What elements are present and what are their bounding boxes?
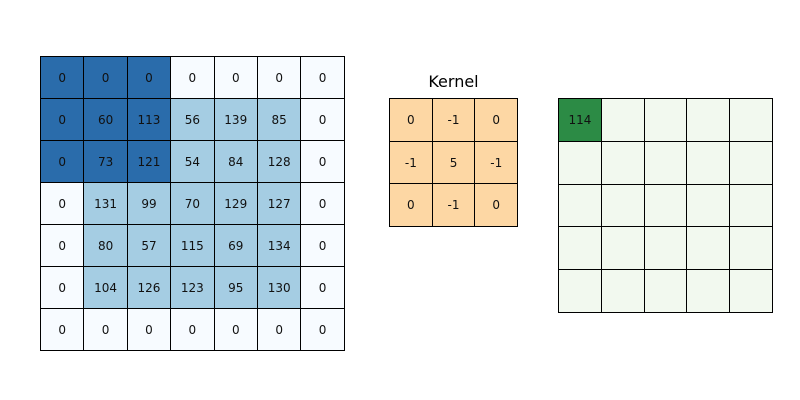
input-cell: 0 <box>41 267 84 308</box>
output-cell <box>559 227 601 270</box>
input-cell: 126 <box>127 267 171 308</box>
input-cell: 69 <box>214 225 257 266</box>
kernel-cell: -1 <box>432 99 475 141</box>
input-cell: 127 <box>257 183 301 224</box>
output-cell <box>601 270 644 312</box>
output-cell <box>559 184 601 227</box>
input-cell: 70 <box>171 183 214 224</box>
output-cell <box>601 99 644 141</box>
output-cell <box>644 227 687 270</box>
output-cell <box>559 270 601 312</box>
output-cell <box>730 227 772 270</box>
input-cell: 0 <box>84 309 127 350</box>
input-cell: 0 <box>257 309 301 350</box>
input-cell: 0 <box>41 99 84 140</box>
input-cell: 73 <box>84 141 127 182</box>
input-cell: 0 <box>301 267 344 308</box>
output-cell <box>687 141 730 184</box>
kernel-cell: -1 <box>475 141 518 184</box>
input-cell: 113 <box>127 99 171 140</box>
input-cell: 128 <box>257 141 301 182</box>
kernel-cell: 0 <box>390 184 432 227</box>
input-cell: 130 <box>257 267 301 308</box>
input-cell: 57 <box>127 225 171 266</box>
input-cell: 56 <box>171 99 214 140</box>
kernel-cell: 0 <box>390 99 432 141</box>
input-cell: 80 <box>84 225 127 266</box>
output-cell: 114 <box>559 99 601 141</box>
input-cell: 115 <box>171 225 214 266</box>
input-cell: 0 <box>257 57 301 98</box>
output-cell <box>730 99 772 141</box>
input-cell: 84 <box>214 141 257 182</box>
output-cell <box>644 99 687 141</box>
kernel-cell: 0 <box>475 99 518 141</box>
input-cell: 0 <box>41 225 84 266</box>
input-cell: 85 <box>257 99 301 140</box>
input-cell: 131 <box>84 183 127 224</box>
output-cell <box>687 184 730 227</box>
input-cell: 0 <box>41 183 84 224</box>
input-cell: 0 <box>301 309 344 350</box>
output-matrix: 114 <box>558 98 773 313</box>
input-cell: 0 <box>171 57 214 98</box>
input-cell: 60 <box>84 99 127 140</box>
input-cell: 0 <box>301 141 344 182</box>
input-cell: 0 <box>214 309 257 350</box>
input-cell: 0 <box>84 57 127 98</box>
input-cell: 0 <box>214 57 257 98</box>
input-cell: 0 <box>301 99 344 140</box>
input-cell: 0 <box>301 225 344 266</box>
input-cell: 99 <box>127 183 171 224</box>
kernel-title: Kernel <box>428 72 479 91</box>
input-cell: 0 <box>301 183 344 224</box>
input-cell: 123 <box>171 267 214 308</box>
input-cell: 104 <box>84 267 127 308</box>
input-cell: 54 <box>171 141 214 182</box>
output-cell <box>730 141 772 184</box>
input-cell: 121 <box>127 141 171 182</box>
output-cell <box>644 184 687 227</box>
output-cell <box>644 141 687 184</box>
output-cell <box>601 227 644 270</box>
input-cell: 134 <box>257 225 301 266</box>
output-cell <box>559 141 601 184</box>
input-cell: 0 <box>41 141 84 182</box>
output-cell <box>730 184 772 227</box>
kernel-cell: -1 <box>390 141 432 184</box>
input-cell: 129 <box>214 183 257 224</box>
kernel-cell: 0 <box>475 184 518 227</box>
input-cell: 0 <box>127 309 171 350</box>
input-cell: 0 <box>127 57 171 98</box>
input-cell: 95 <box>214 267 257 308</box>
output-cell <box>730 270 772 312</box>
output-cell <box>687 99 730 141</box>
output-cell <box>601 141 644 184</box>
kernel-cell: -1 <box>432 184 475 227</box>
input-cell: 139 <box>214 99 257 140</box>
input-cell: 0 <box>41 309 84 350</box>
input-cell: 0 <box>301 57 344 98</box>
output-cell <box>644 270 687 312</box>
kernel-cell: 5 <box>432 141 475 184</box>
input-cell: 0 <box>41 57 84 98</box>
output-cell <box>687 270 730 312</box>
output-cell <box>687 227 730 270</box>
output-cell <box>601 184 644 227</box>
input-cell: 0 <box>171 309 214 350</box>
